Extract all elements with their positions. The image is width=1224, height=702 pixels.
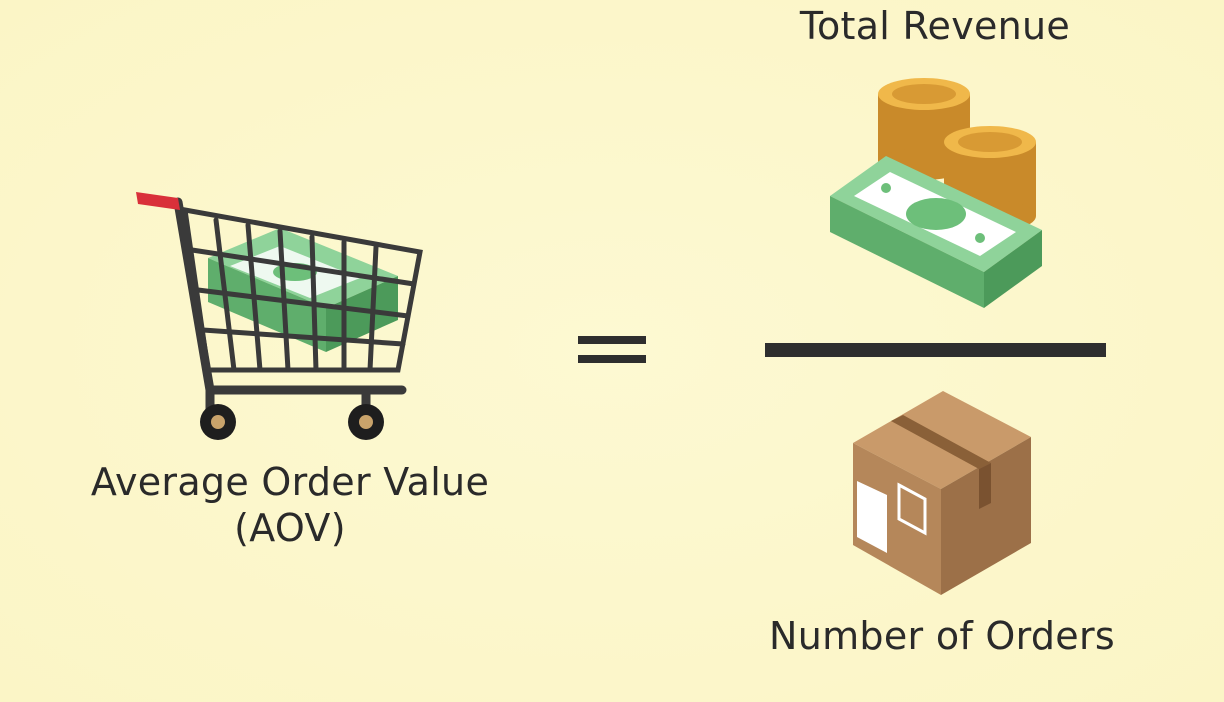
fraction-line: [765, 343, 1106, 357]
money-coins-icon: [830, 78, 1042, 308]
aov-label: Average Order Value (AOV): [40, 459, 540, 551]
aov-label-line1: Average Order Value: [90, 460, 490, 504]
cardboard-box-icon: [853, 391, 1031, 595]
equals-sign-bottom-bar: [578, 355, 646, 363]
number-of-orders-label: Number of Orders: [768, 614, 1116, 658]
cash-stack: [830, 156, 1042, 308]
aov-label-line2: (AOV): [234, 506, 346, 550]
shopping-cart-icon: [136, 192, 423, 440]
equals-sign-top-bar: [578, 336, 646, 344]
total-revenue-label: Total Revenue: [799, 4, 1071, 48]
